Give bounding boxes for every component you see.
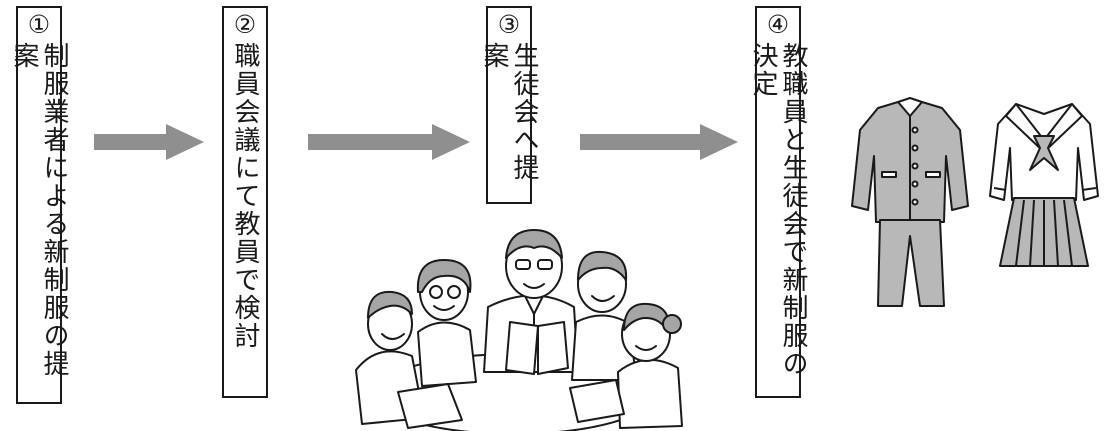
step-4-box: ④ 教職員と生徒会で新制服の決定: [748, 6, 808, 398]
step-2-box: ② 職員会議にて教員で検討: [222, 6, 268, 398]
step-2-label: 職員会議にて教員で検討: [230, 42, 260, 350]
step-4-label: 教職員と生徒会で新制服の決定: [748, 42, 808, 378]
step-4-number: ④: [766, 10, 790, 39]
step-1-box: ① 制服業者による新制服の提案: [9, 6, 69, 404]
right-arrow-icon: [580, 124, 738, 160]
step-3-number: ③: [497, 10, 521, 39]
gakuran-uniform-icon: [851, 97, 969, 307]
right-arrow-icon: [94, 124, 204, 160]
step-3-label: 生徒会へ提案: [479, 42, 539, 182]
step-2-number: ②: [233, 10, 257, 39]
meeting-illustration-icon: [355, 229, 683, 431]
sailor-uniform-icon: [989, 103, 1099, 267]
step-1-number: ①: [27, 10, 51, 39]
step-1-label: 制服業者による新制服の提案: [9, 42, 69, 378]
step-3-box: ③ 生徒会へ提案: [479, 6, 539, 204]
right-arrow-icon: [308, 124, 470, 160]
